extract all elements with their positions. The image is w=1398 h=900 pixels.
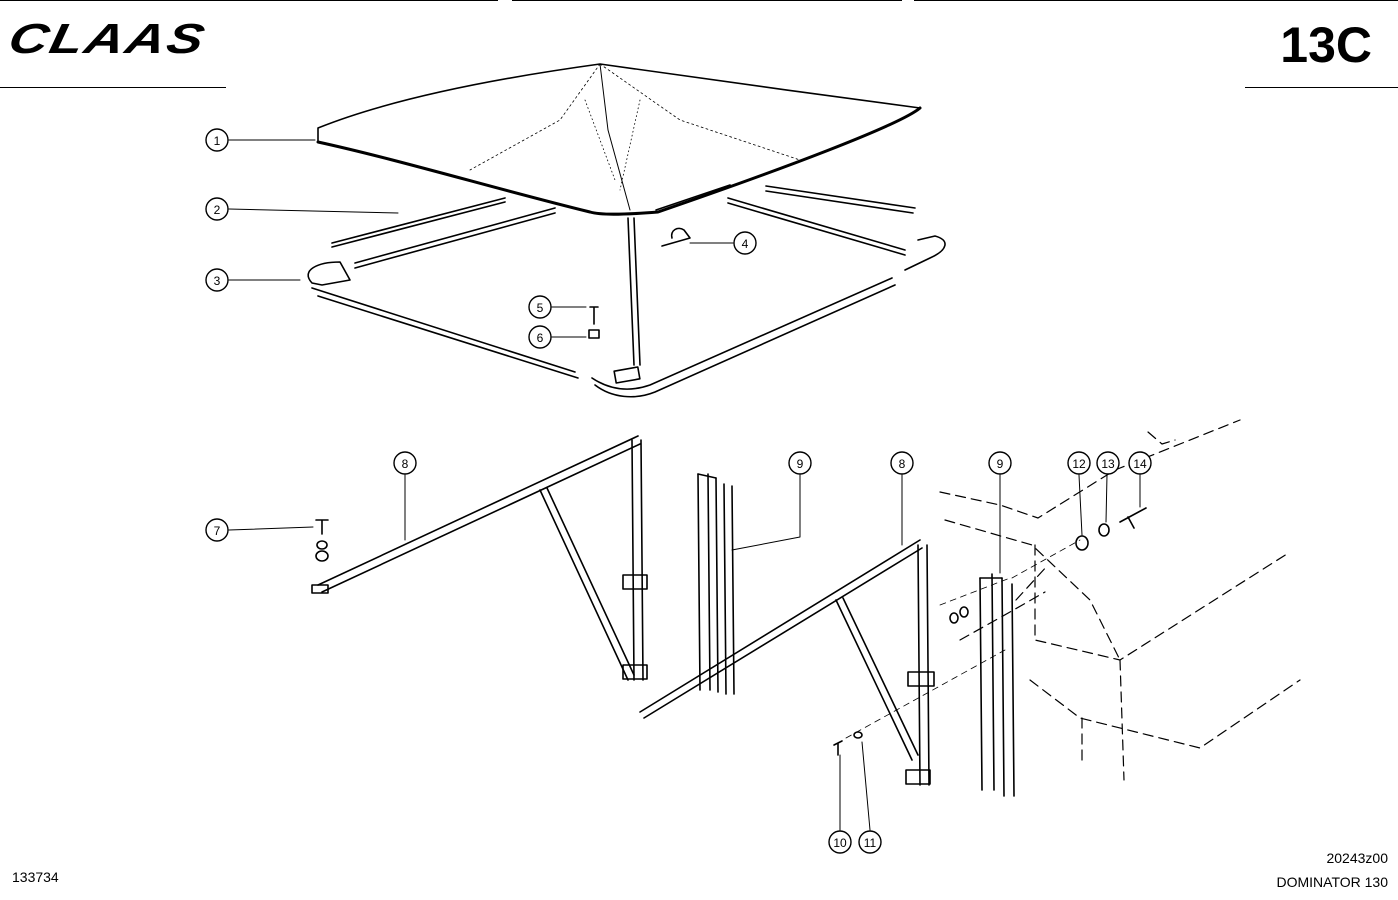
top-border-rule [512, 0, 902, 1]
callout-label: 13 [1101, 457, 1115, 471]
callout-label: 9 [797, 457, 804, 471]
bolt-10 [833, 740, 843, 756]
callout-label: 4 [742, 237, 749, 251]
callout-8b [890, 451, 914, 475]
callout-label: 12 [1072, 457, 1086, 471]
canopy-part [316, 63, 922, 216]
callout-2 [205, 197, 229, 221]
washer-left [959, 606, 969, 618]
page-code: 13C [1280, 17, 1372, 73]
model-name: DOMINATOR 130 [1276, 874, 1388, 890]
washer-13 [1098, 523, 1110, 537]
callout-label: 11 [864, 836, 877, 850]
callout-4 [733, 231, 757, 255]
callout-9b [988, 451, 1012, 475]
callout-6 [528, 325, 552, 349]
callout-label: 10 [833, 836, 847, 850]
callout-label: 2 [214, 203, 221, 217]
callout-label: 7 [214, 524, 221, 538]
nut-left [949, 612, 959, 624]
callout-3 [205, 268, 229, 292]
callout-label: 3 [214, 274, 221, 288]
callout-5 [528, 295, 552, 319]
bolt-set-7 [315, 519, 329, 562]
callout-12 [1067, 451, 1091, 475]
header-rule-left [0, 87, 226, 88]
upright-left [697, 473, 735, 695]
clip-part [661, 227, 691, 247]
top-border-rule [914, 0, 1398, 1]
callout-label: 6 [537, 331, 544, 345]
callout-14 [1128, 451, 1152, 475]
washer-12 [1075, 535, 1089, 551]
callout-11 [858, 830, 882, 854]
callout-label: 8 [402, 457, 409, 471]
leader-lines [228, 139, 1141, 831]
callout-1 [205, 128, 229, 152]
callout-label: 14 [1133, 457, 1147, 471]
image-code: 20243z00 [1326, 850, 1388, 866]
side-frame-right [639, 539, 935, 786]
roof-bars-part [331, 184, 916, 366]
lower-frame-part [307, 235, 946, 398]
header-rule-right [1245, 87, 1398, 88]
callout-label: 8 [899, 457, 906, 471]
callout-10 [828, 830, 852, 854]
nut-part [588, 329, 600, 339]
upright-right [979, 573, 1015, 797]
callout-label: 1 [214, 134, 221, 148]
callout-labels: 1 2 3 4 5 6 7 8 9 8 9 10 11 12 13 14 [214, 134, 1147, 850]
top-border-rule [0, 0, 498, 1]
side-frame-left [311, 435, 648, 681]
callout-label: 9 [997, 457, 1004, 471]
washer-11 [853, 731, 863, 739]
callout-markers [205, 128, 1152, 854]
callout-7 [205, 518, 229, 542]
callout-9a [788, 451, 812, 475]
callout-13 [1096, 451, 1120, 475]
bolt-14 [1119, 507, 1147, 529]
drawing-reference: 133734 [12, 869, 59, 885]
callout-label: 5 [537, 301, 544, 315]
machine-body-outline [939, 419, 1301, 781]
callout-8a [393, 451, 417, 475]
bolt-part [589, 306, 599, 325]
